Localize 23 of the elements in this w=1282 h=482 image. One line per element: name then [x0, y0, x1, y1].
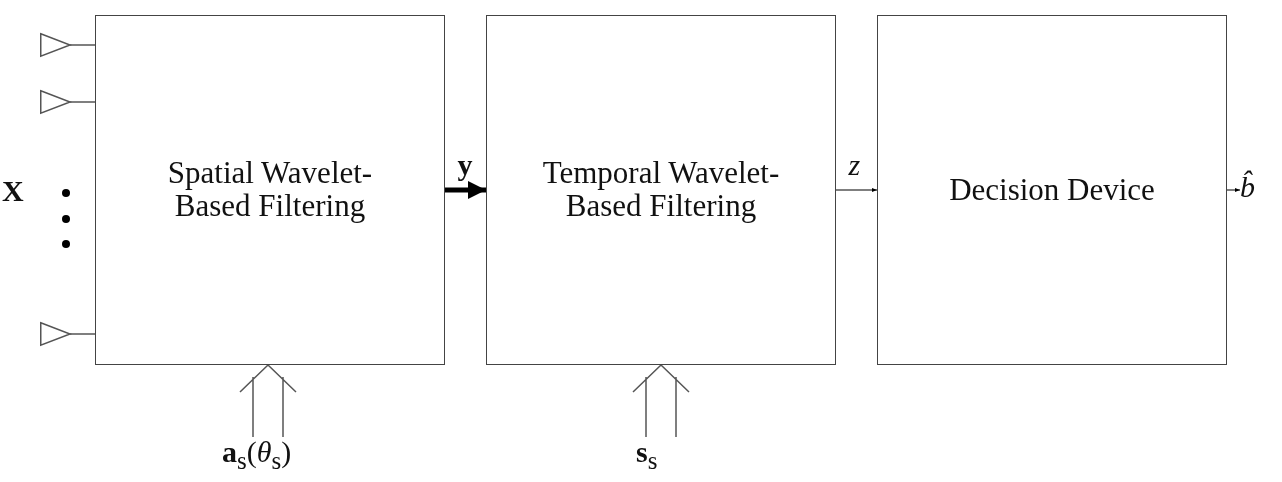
signal-label: b̂: [1240, 172, 1255, 202]
connector-line: [69, 101, 96, 103]
arrow: [445, 181, 486, 199]
box-label: Spatial Wavelet- Based Filtering: [166, 157, 374, 223]
double-arrow: [632, 363, 690, 438]
arrow: [835, 188, 878, 192]
antenna-triangle: [40, 321, 73, 347]
edge-label: z: [848, 150, 861, 180]
connector-line: [69, 44, 96, 46]
box-label: Temporal Wavelet- Based Filtering: [541, 157, 781, 223]
double-arrow: [239, 363, 297, 438]
box-label: Decision Device: [948, 173, 1156, 207]
signal-label: X: [2, 176, 24, 206]
arrow: [1226, 188, 1241, 192]
signal-label: a$_{s}$(θ$_{s}$): [222, 437, 292, 473]
signal-label: s$_{s}$: [636, 437, 658, 473]
edge-label: y: [457, 150, 473, 180]
connector-line: [69, 333, 96, 335]
antenna-triangle: [40, 89, 73, 115]
process-box: [95, 15, 445, 365]
antenna-triangle: [40, 32, 73, 58]
process-box: [486, 15, 836, 365]
process-box: [877, 15, 1227, 365]
